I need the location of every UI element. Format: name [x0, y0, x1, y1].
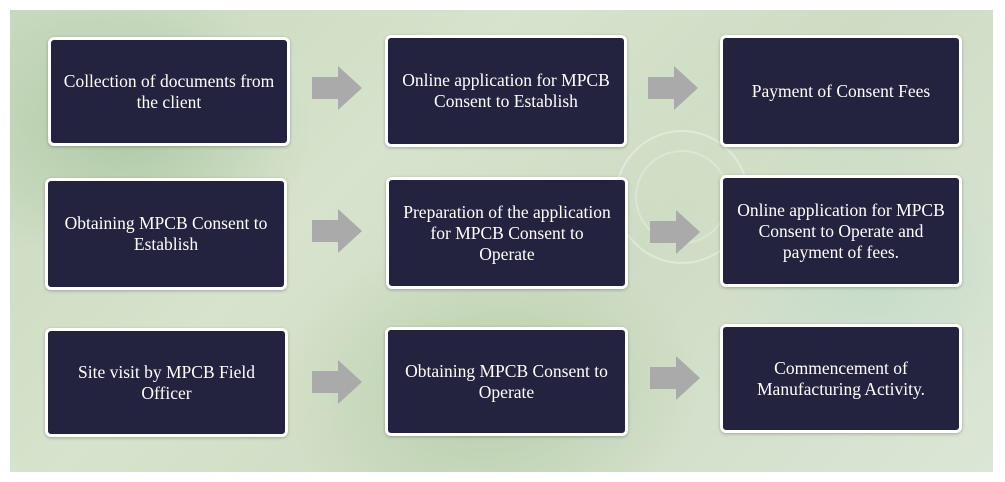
step-collection-of-documents: Collection of documents from the client: [48, 37, 290, 146]
step-label: Obtaining MPCB Consent to Operate: [405, 360, 608, 402]
step-label: Payment of Consent Fees: [751, 80, 931, 101]
step-label: Online application for MPCB Consent to E…: [402, 70, 610, 111]
right-arrow-icon: [648, 66, 698, 110]
step-online-application-consent-to-establish: Online application for MPCB Consent to E…: [385, 35, 627, 147]
right-arrow-icon: [312, 66, 362, 110]
step-obtaining-consent-to-establish: Obtaining MPCB Consent to Establish: [45, 178, 287, 290]
step-payment-of-consent-fees: Payment of Consent Fees: [720, 35, 962, 147]
step-label: Online application for MPCB Consent to O…: [737, 199, 945, 262]
right-arrow-icon: [312, 209, 362, 253]
step-commencement-of-manufacturing: Commencement of Manufacturing Activity.: [720, 324, 962, 433]
step-site-visit-field-officer: Site visit by MPCB Field Officer: [45, 328, 288, 437]
right-arrow-icon: [312, 360, 362, 404]
step-label: Preparation of the application for MPCB …: [403, 201, 611, 264]
step-label: Commencement of Manufacturing Activity.: [757, 357, 925, 399]
step-obtaining-consent-to-operate: Obtaining MPCB Consent to Operate: [385, 327, 628, 436]
right-arrow-icon: [650, 356, 700, 400]
step-preparation-of-application-consent-to-operate: Preparation of the application for MPCB …: [386, 177, 628, 289]
step-online-application-consent-to-operate: Online application for MPCB Consent to O…: [720, 175, 962, 287]
step-label: Collection of documents from the client: [63, 70, 275, 112]
step-label: Obtaining MPCB Consent to Establish: [64, 213, 268, 254]
step-label: Site visit by MPCB Field Officer: [78, 361, 255, 403]
right-arrow-icon: [650, 210, 700, 254]
